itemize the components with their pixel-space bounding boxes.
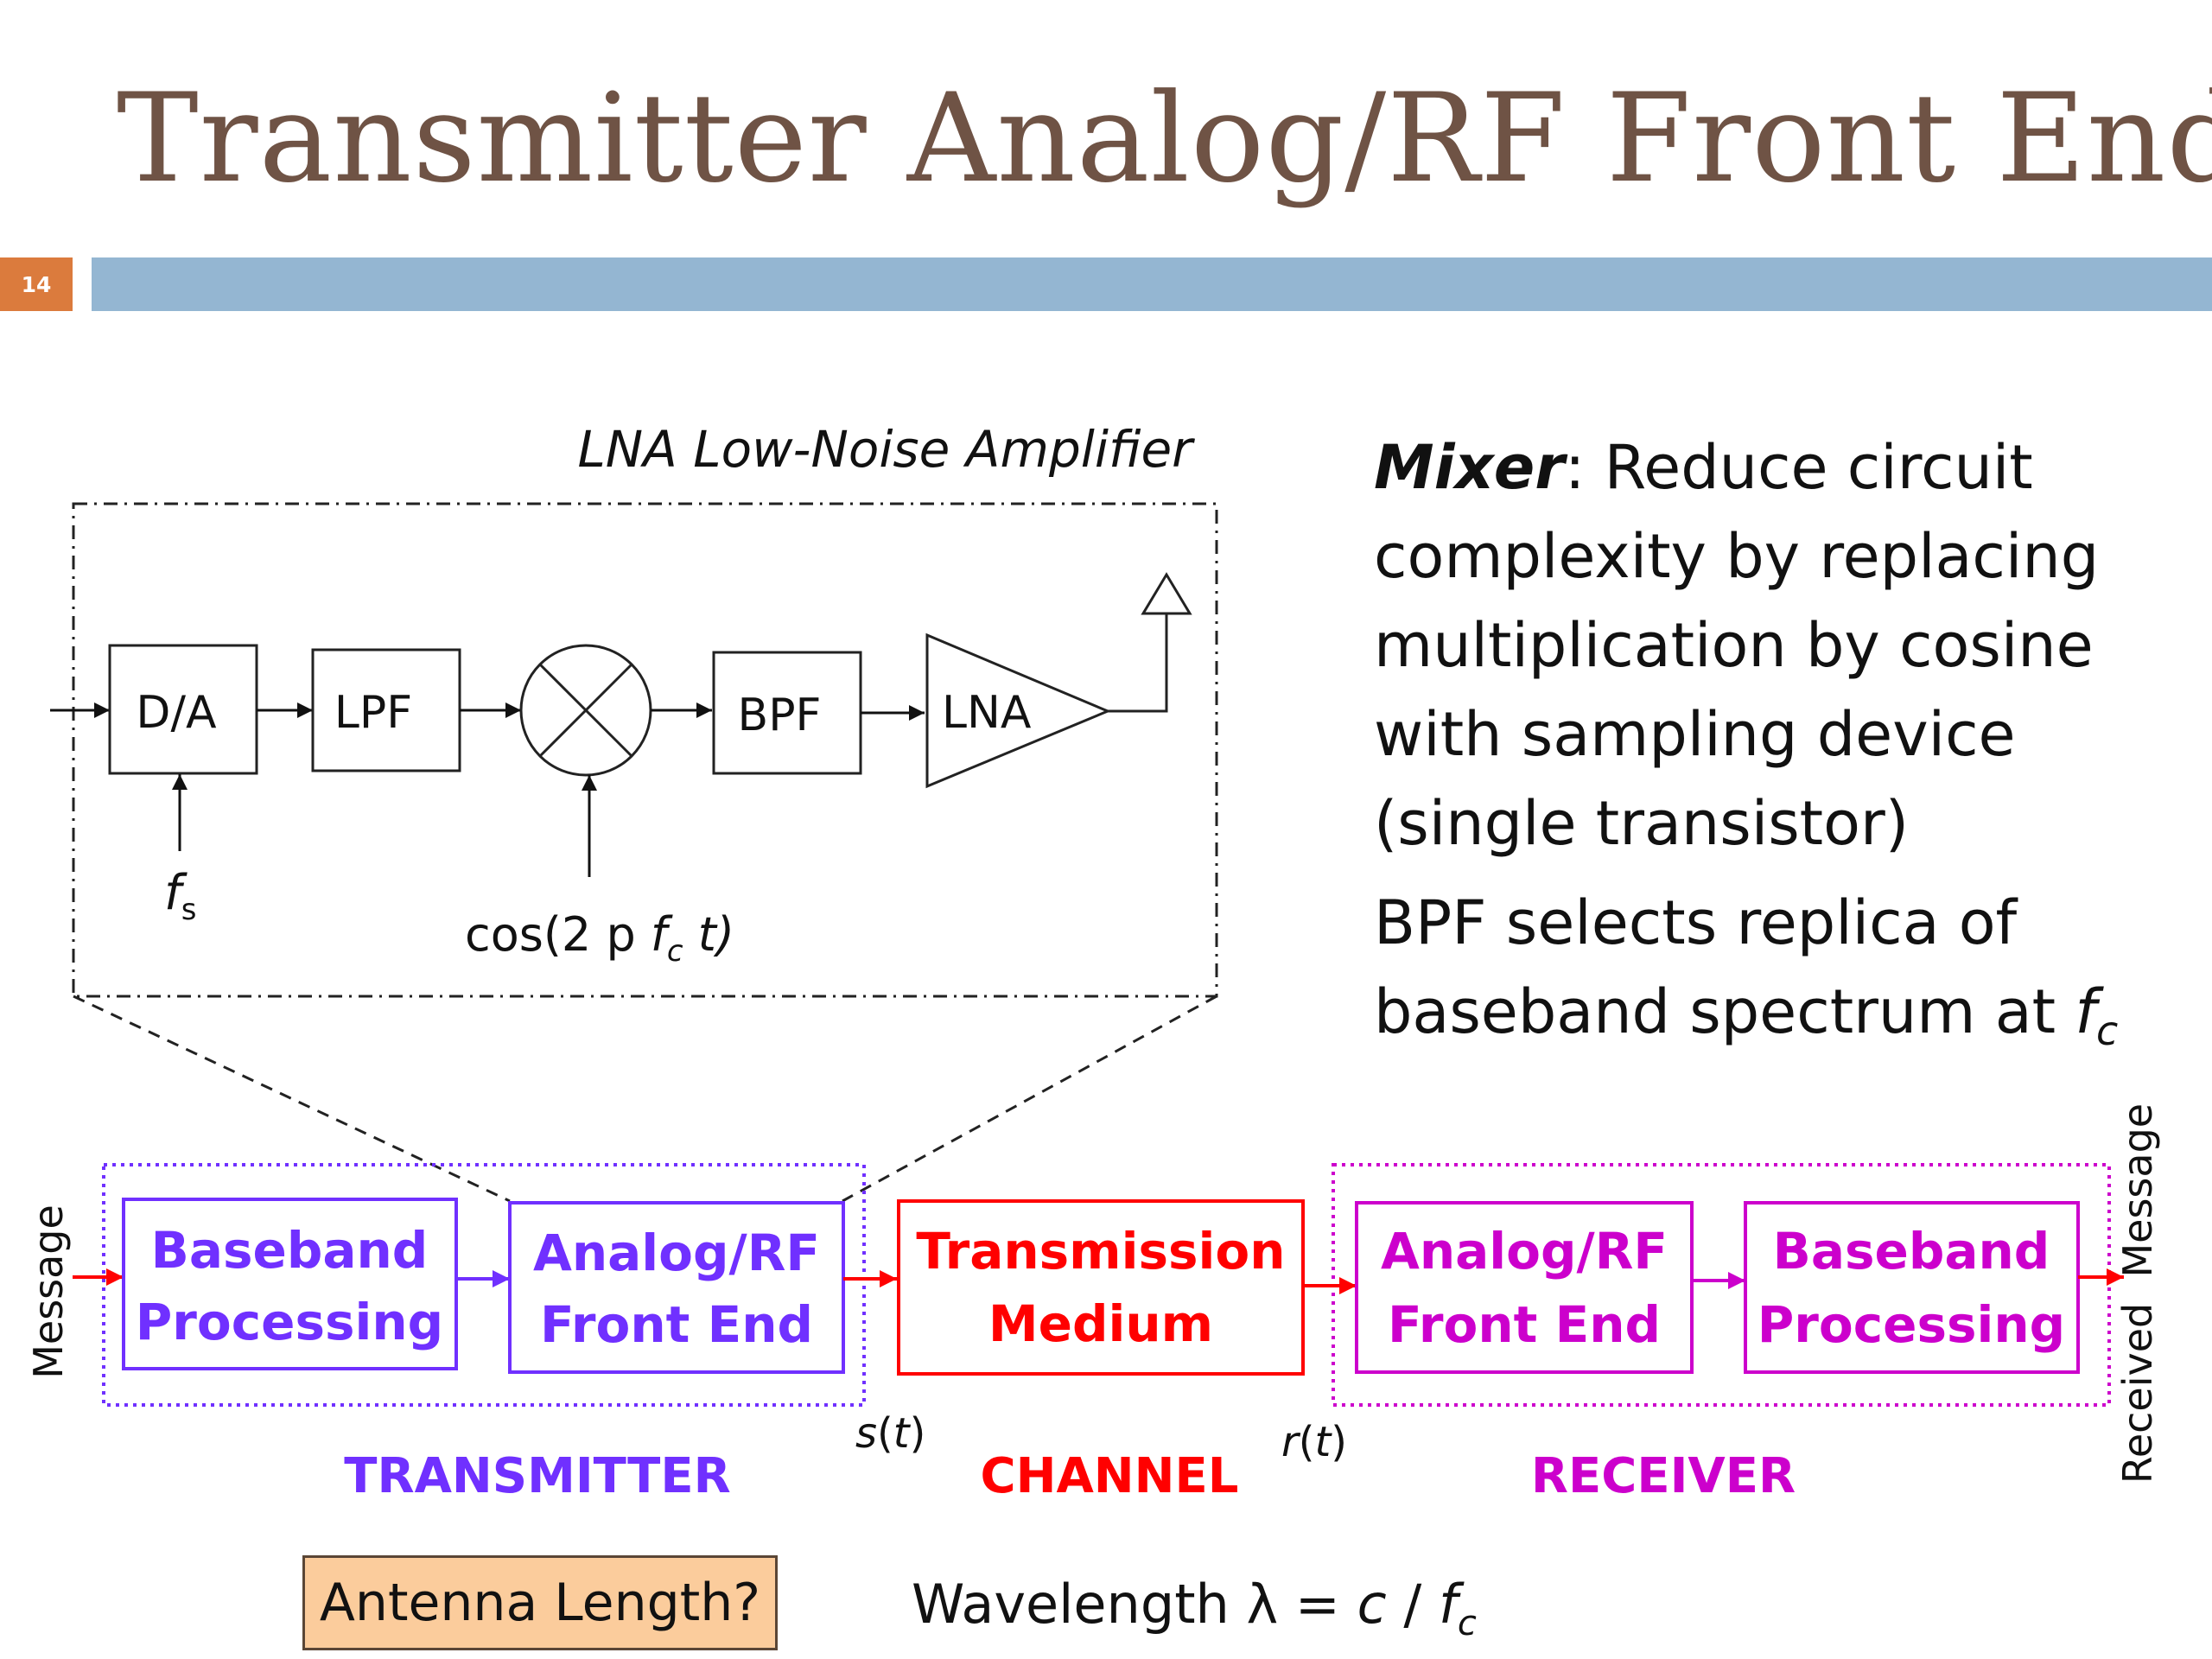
detail-caption: LNA Low-Noise Amplifier xyxy=(577,420,1195,479)
transmitter-group xyxy=(102,1163,866,1407)
rx-frontend-line1: Analog/RF xyxy=(1381,1222,1668,1281)
bpf-label: BPF xyxy=(738,690,822,741)
fs-label: fs xyxy=(164,865,196,927)
tx-frontend-line1: Analog/RF xyxy=(533,1224,820,1282)
tx-baseband-block: Baseband Processing xyxy=(122,1198,458,1370)
da-block: D/A xyxy=(108,644,258,775)
zoom-line-left xyxy=(73,995,511,1203)
da-label: D/A xyxy=(136,687,217,739)
tx-baseband-line1: Baseband xyxy=(151,1221,429,1280)
lna-label: LNA xyxy=(942,687,1032,739)
rx-frontend-block: Analog/RF Front End xyxy=(1355,1201,1694,1374)
signal-s-label: s(t) xyxy=(855,1409,925,1458)
antenna-icon xyxy=(1108,572,1192,713)
mixer-term: Mixer xyxy=(1374,432,1565,503)
bpf-fc: f xyxy=(2075,976,2096,1047)
channel-line2: Medium xyxy=(988,1294,1213,1353)
rx-baseband-line2: Processing xyxy=(1758,1295,2065,1354)
mixer-note: Mixer: Reduce circuit complexity by repl… xyxy=(1374,423,2203,868)
mixer-icon xyxy=(519,644,652,777)
transmitter-label: TRANSMITTER xyxy=(344,1448,730,1504)
rx-baseband-block: Baseband Processing xyxy=(1744,1201,2080,1374)
wavelength-formula: Wavelength λ = c / fc xyxy=(912,1573,1477,1643)
bpf-fc-sub: c xyxy=(2095,1007,2119,1054)
channel-block: Transmission Medium xyxy=(897,1199,1305,1376)
rx-frontend-line2: Front End xyxy=(1388,1295,1661,1354)
lpf-block: LPF xyxy=(311,648,461,772)
channel-line1: Transmission xyxy=(916,1222,1285,1281)
signal-r-label: r(t) xyxy=(1281,1418,1347,1466)
receiver-label: RECEIVER xyxy=(1531,1448,1796,1504)
rx-baseband-line1: Baseband xyxy=(1773,1222,2050,1281)
page-number-badge: 14 xyxy=(0,257,73,311)
notes-panel: Mixer: Reduce circuit complexity by repl… xyxy=(1374,423,2203,1076)
tx-frontend-line2: Front End xyxy=(540,1295,813,1354)
received-message-label: Received Message xyxy=(2114,1103,2161,1484)
bpf-text: BPF selects replica of baseband spectrum… xyxy=(1374,887,2075,1047)
lpf-label: LPF xyxy=(334,687,412,739)
title-bar xyxy=(92,257,2212,311)
mixer-text: : Reduce circuit complexity by replacing… xyxy=(1374,432,2100,859)
antenna-length-box: Antenna Length? xyxy=(302,1555,778,1650)
lna-amplifier: LNA xyxy=(925,632,1111,789)
bpf-block: BPF xyxy=(712,651,862,775)
tx-frontend-block: Analog/RF Front End xyxy=(508,1201,845,1374)
slide-title: Transmitter Analog/RF Front End xyxy=(117,67,2212,210)
tx-baseband-line2: Processing xyxy=(136,1293,443,1351)
carrier-label: cos(2 p fc t) xyxy=(465,907,734,969)
zoom-line-right xyxy=(842,995,1217,1203)
message-input-label: Message xyxy=(25,1205,72,1379)
channel-label: CHANNEL xyxy=(981,1448,1239,1504)
detail-frame xyxy=(72,502,1218,998)
bpf-note: BPF selects replica of baseband spectrum… xyxy=(1374,879,2203,1076)
